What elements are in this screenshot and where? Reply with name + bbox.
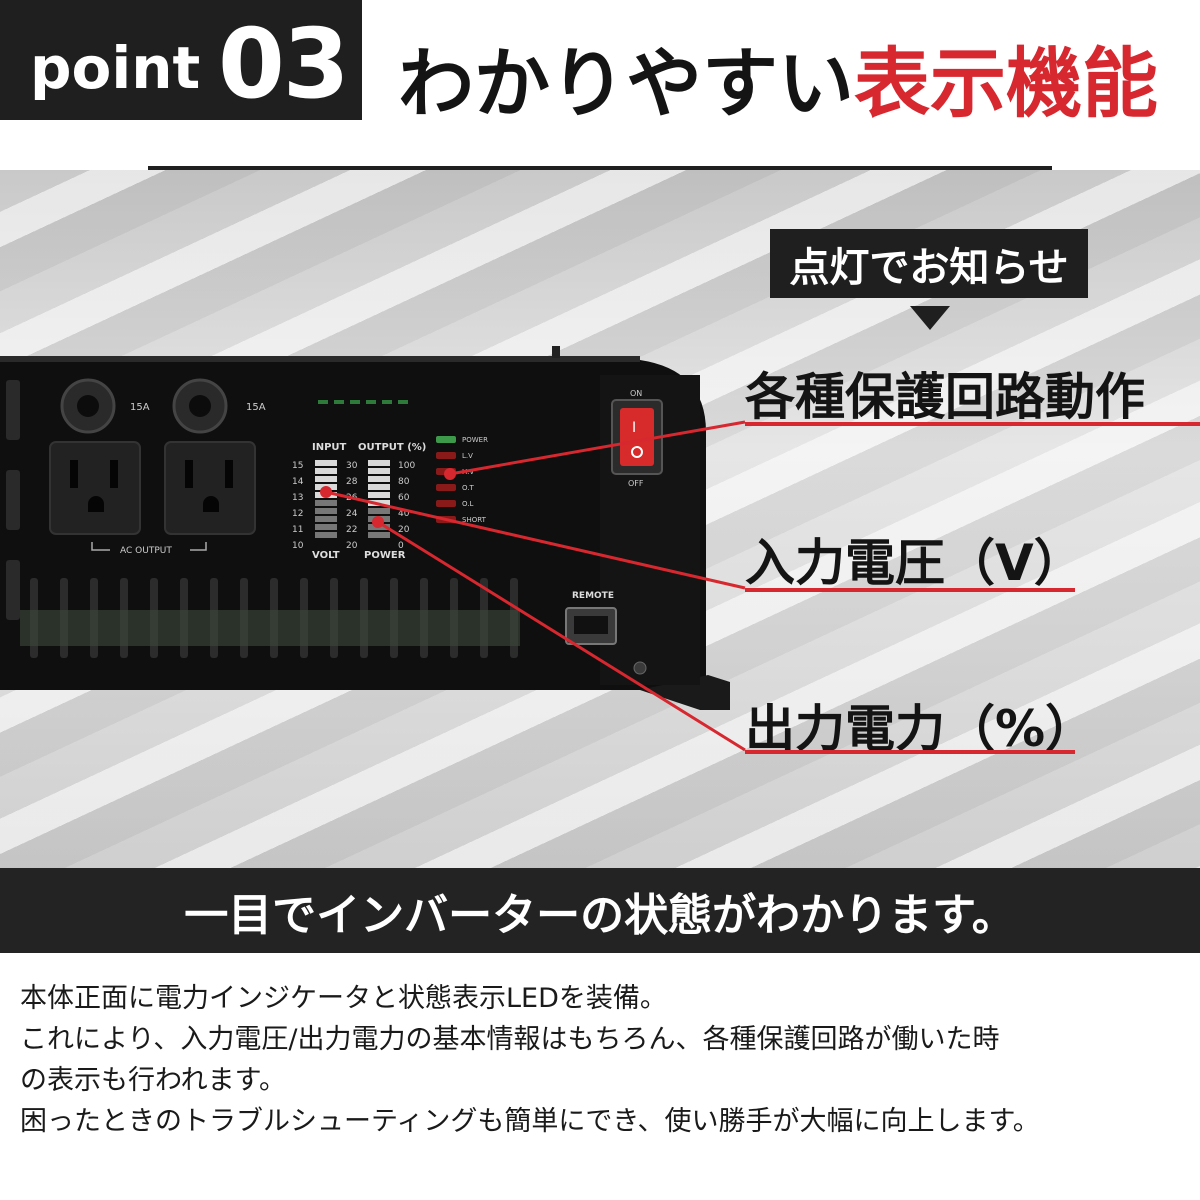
svg-text:SHORT: SHORT [462, 516, 487, 524]
screw [633, 661, 647, 675]
inverter-top-edge [0, 356, 640, 362]
point-badge: point 03 [0, 0, 362, 120]
ac-output-label: AC OUTPUT [120, 546, 172, 556]
svg-text:24: 24 [346, 509, 358, 519]
inverter-illustration: 15A 15A AC OUTPUT INPUT OUTPUT (%) 15 14… [0, 346, 746, 752]
callout-leader-lines [325, 420, 746, 752]
power-scale: 100 80 60 40 20 0 [398, 461, 415, 551]
tag-arrow-icon [910, 306, 950, 330]
power-label: POWER [364, 550, 406, 561]
svg-text:L.V: L.V [462, 452, 473, 460]
summary-band: 一目でインバーターの状態がわかります。 [0, 868, 1200, 953]
remote-label: REMOTE [572, 591, 614, 601]
svg-text:20: 20 [346, 541, 358, 551]
ac-output-bracket [91, 542, 207, 551]
headline: わかりやすい表示機能 [398, 22, 1158, 132]
svg-text:40: 40 [398, 509, 410, 519]
callout-output-power-underline [745, 750, 1075, 754]
vent-slots-left [6, 380, 20, 620]
breaker-right-label: 15A [246, 402, 266, 413]
svg-text:10: 10 [292, 541, 304, 551]
point-word: point [30, 34, 201, 102]
power-switch [620, 408, 654, 466]
callout-protection-underline [745, 422, 1200, 426]
inverter-antenna [552, 346, 560, 358]
description-line: これにより、入力電圧/出力電力の基本情報はもちろん、各種保護回路が働いた時 [20, 1024, 1000, 1055]
svg-text:20: 20 [398, 525, 410, 535]
leader-dot-power [372, 516, 384, 528]
headline-accent: 表示機能 [854, 39, 1158, 128]
leader-dot-voltage [320, 486, 332, 498]
svg-text:11: 11 [292, 525, 303, 535]
svg-text:13: 13 [292, 493, 303, 503]
svg-text:30: 30 [346, 461, 358, 471]
callout-input-voltage-underline [745, 588, 1075, 592]
switch-on-label: ON [630, 389, 642, 398]
input-header: INPUT [312, 442, 347, 453]
internal-board [20, 610, 520, 646]
callout-tag: 点灯でお知らせ [770, 229, 1088, 298]
outlet-left [49, 441, 141, 535]
svg-text:O.L: O.L [462, 500, 473, 508]
svg-text:100: 100 [398, 461, 415, 471]
callout-output-power: 出力電力（%） [745, 700, 1096, 758]
description: 本体正面に電力インジケータと状態表示LEDを装備。 これにより、入力電圧/出力電… [20, 978, 1185, 1142]
leader-dot-protection [444, 468, 456, 480]
svg-text:POWER: POWER [462, 436, 488, 444]
header-divider [148, 166, 1052, 170]
description-line: 本体正面に電力インジケータと状態表示LEDを装備。 [20, 983, 667, 1014]
callout-input-voltage: 入力電圧（V） [745, 534, 1084, 592]
volt-scale-a: 15 14 13 12 11 10 [292, 461, 304, 551]
callout-protection: 各種保護回路動作 [745, 368, 1145, 426]
inverter-foot [640, 675, 730, 710]
svg-text:14: 14 [292, 477, 304, 487]
svg-text:12: 12 [292, 509, 303, 519]
svg-text:O.T: O.T [462, 484, 474, 492]
description-line: 困ったときのトラブルシューティングも簡単にでき、使い勝手が大幅に向上します。 [20, 1106, 1040, 1137]
svg-text:22: 22 [346, 525, 357, 535]
breaker-left-label: 15A [130, 402, 150, 413]
description-line: の表示も行われます。 [20, 1065, 286, 1096]
volt-label: VOLT [312, 550, 340, 561]
svg-text:28: 28 [346, 477, 358, 487]
point-number: 03 [218, 8, 350, 120]
top-indicator-strip [318, 400, 408, 404]
outlet-right [164, 441, 256, 535]
output-header: OUTPUT (%) [358, 442, 426, 453]
svg-text:80: 80 [398, 477, 410, 487]
switch-off-label: OFF [628, 479, 644, 488]
svg-text:15: 15 [292, 461, 303, 471]
headline-plain: わかりやすい [398, 39, 854, 128]
svg-text:60: 60 [398, 493, 410, 503]
svg-text:I: I [632, 420, 636, 436]
svg-text:0: 0 [398, 541, 404, 551]
